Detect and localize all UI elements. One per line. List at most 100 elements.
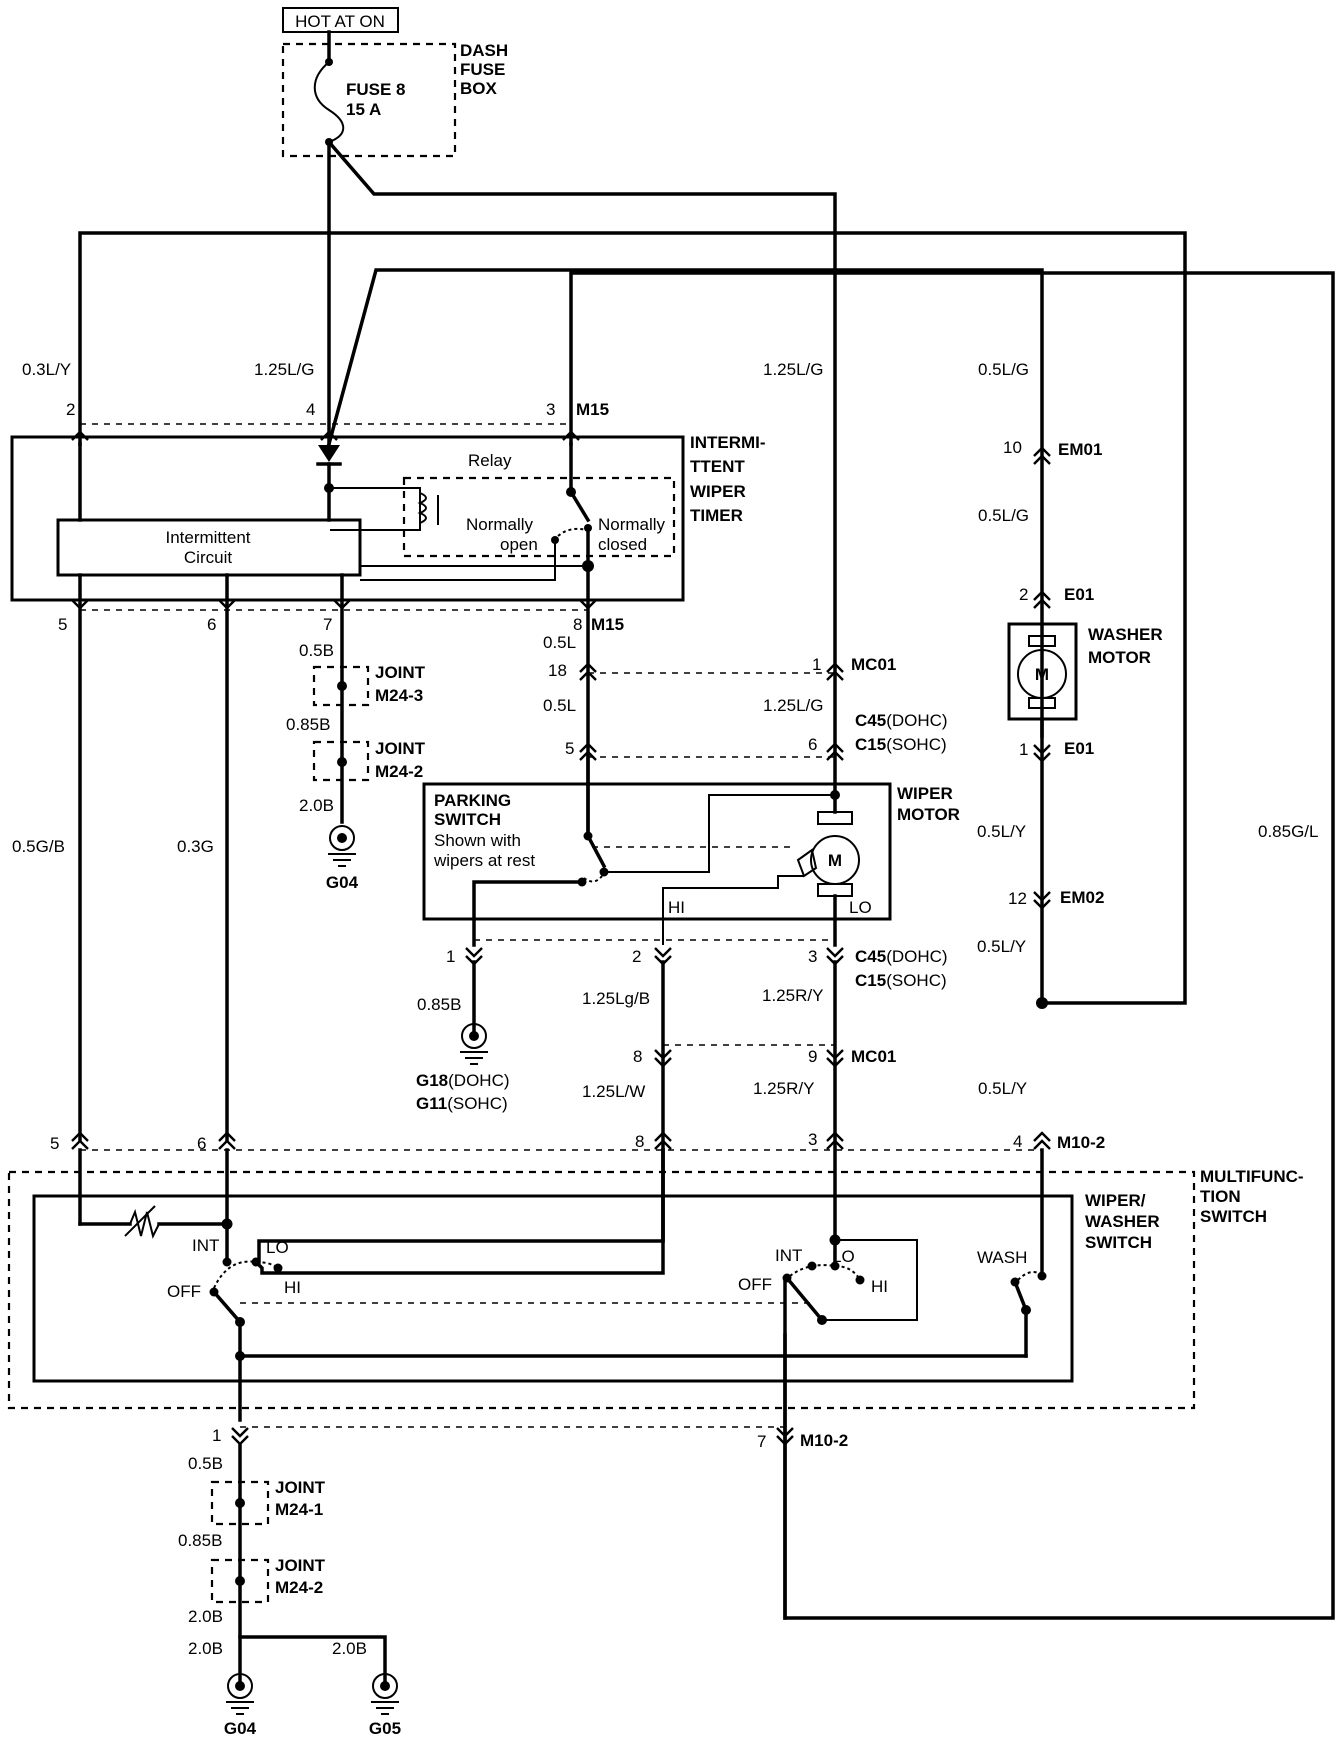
ground-g04-bottom-label: G04 xyxy=(224,1719,257,1738)
pin-6-m10-2: 6 xyxy=(197,1134,206,1153)
diode-icon xyxy=(316,445,342,466)
washer-motor-icon xyxy=(1017,635,1067,709)
connector-m10-2-bottom: M10-2 xyxy=(800,1431,848,1450)
pin-12-em02: 12 xyxy=(1008,889,1027,908)
connector-m10-2-top: M10-2 xyxy=(1057,1133,1105,1152)
wire-label-085GL: 0.85G/L xyxy=(1258,822,1319,841)
pin-2-top: 2 xyxy=(66,400,75,419)
wire-label-03G: 0.3G xyxy=(177,837,214,856)
connector-m15-bottom: M15 xyxy=(591,615,624,634)
normally-closed-label-2: closed xyxy=(598,535,647,554)
timer-label-4: TIMER xyxy=(690,506,743,525)
wire-label-085B-a: 0.85B xyxy=(286,715,330,734)
left-off-label: OFF xyxy=(167,1282,201,1301)
intermittent-circuit-label-1: Intermittent xyxy=(165,528,250,547)
parking-switch-icon xyxy=(577,755,792,887)
ground-g05-label: G05 xyxy=(369,1719,401,1738)
pin-8-mc01: 8 xyxy=(633,1047,642,1066)
wire-label-05L-b: 0.5L xyxy=(543,696,576,715)
pin-5-m10-2: 5 xyxy=(50,1134,59,1153)
timer-label-3: WIPER xyxy=(690,482,746,501)
pin-4-m10-2: 4 xyxy=(1013,1132,1022,1151)
hot-at-on-box xyxy=(282,7,399,33)
normally-open-label-2: open xyxy=(500,535,538,554)
ground-g18-label: G18(DOHC) xyxy=(416,1071,510,1090)
connector-c45-top: C45(DOHC) xyxy=(855,711,948,730)
wire-label-05LY-a: 0.5L/Y xyxy=(977,822,1026,841)
fuse-8-icon xyxy=(313,30,345,146)
timer-label-1: INTERMI- xyxy=(690,433,766,452)
pin-2-c45: 2 xyxy=(632,947,641,966)
parking-switch-label-2: SWITCH xyxy=(434,810,501,829)
pin-8-bottom: 8 xyxy=(573,615,582,634)
ground-g11-label: G11(SOHC) xyxy=(416,1094,508,1113)
right-off-label: OFF xyxy=(738,1275,772,1294)
pin-10-em01: 10 xyxy=(1003,438,1022,457)
connector-mc01-bottom: MC01 xyxy=(851,1047,896,1066)
pin-1-c45: 1 xyxy=(446,947,455,966)
wire-label-05LG-a: 0.5L/G xyxy=(978,360,1029,379)
connector-e01-bottom: E01 xyxy=(1064,739,1094,758)
connector-mc01-top: MC01 xyxy=(851,655,896,674)
wire-label-125RY-a: 1.25R/Y xyxy=(762,986,823,1005)
wiper-motor-box xyxy=(422,782,892,921)
pin-3-top: 3 xyxy=(546,400,555,419)
wiper-motor-label-2: MOTOR xyxy=(897,805,960,824)
pin-7-bottom: 7 xyxy=(323,615,332,634)
wire-label-05B-b: 0.5B xyxy=(188,1454,223,1473)
joint-m24-3-box xyxy=(312,665,370,707)
left-hi-label: HI xyxy=(284,1278,301,1297)
pin-3-m10-2: 3 xyxy=(808,1130,817,1149)
wire-label-20B-a: 2.0B xyxy=(299,796,334,815)
parking-switch-label-1: PARKING xyxy=(434,791,511,810)
multifunction-switch-outline xyxy=(7,1170,1196,1410)
intermittent-wiper-timer-box xyxy=(10,435,685,602)
wire-label-125LG-a: 1.25L/G xyxy=(254,360,315,379)
wire-085GL-rail xyxy=(569,271,1335,1620)
pin-3-c45: 3 xyxy=(808,947,817,966)
wire-label-05L-a: 0.5L xyxy=(543,633,576,652)
wire-label-05B: 0.5B xyxy=(299,641,334,660)
wire-label-05LY-c: 0.5L/Y xyxy=(978,1079,1027,1098)
wire-03LY-loop xyxy=(78,231,1187,1005)
joint-m24-2-id: M24-2 xyxy=(375,762,423,781)
intermittent-circuit-box xyxy=(56,518,362,577)
relay-coil-icon xyxy=(417,492,427,524)
wash-label: WASH xyxy=(977,1248,1027,1267)
relay-outline xyxy=(402,476,676,558)
dash-fuse-box-outline xyxy=(281,42,457,158)
joint-m24-2b-box xyxy=(210,1558,270,1604)
connector-c45-bottom: C45(DOHC) xyxy=(855,947,948,966)
right-hi-label: HI xyxy=(871,1277,888,1296)
joint-m24-1-id: M24-1 xyxy=(275,1500,323,1519)
wiper-motor-symbol: M xyxy=(828,851,842,870)
wire-label-085B-b: 0.85B xyxy=(417,995,461,1014)
ground-g18-icon xyxy=(460,1023,488,1065)
joint-m24-1-label: JOINT xyxy=(275,1478,326,1497)
relay-label: Relay xyxy=(468,451,512,470)
wiper-motor-lo: LO xyxy=(849,898,872,917)
pin-2-e01: 2 xyxy=(1019,585,1028,604)
pin-5-c45: 5 xyxy=(565,739,574,758)
connector-em02: EM02 xyxy=(1060,888,1104,907)
joint-m24-2-label: JOINT xyxy=(375,739,426,758)
joint-m24-2-box xyxy=(312,740,370,782)
wire-label-20B-d: 2.0B xyxy=(332,1639,367,1658)
wire-label-05LG-b: 0.5L/G xyxy=(978,506,1029,525)
connector-c15-top: C15(SOHC) xyxy=(855,735,947,754)
variable-resistor-icon xyxy=(129,1208,160,1239)
dash-fuse-box-label-3: BOX xyxy=(460,79,498,98)
right-lo-label: LO xyxy=(832,1247,855,1266)
wiper-washer-label-2: WASHER xyxy=(1085,1212,1160,1231)
wire-label-05GB: 0.5G/B xyxy=(12,837,65,856)
wire-label-085B-c: 0.85B xyxy=(178,1531,222,1550)
fuse-rating-label: 15 A xyxy=(346,100,381,119)
joint-m24-2b-id: M24-2 xyxy=(275,1578,323,1597)
right-int-label: INT xyxy=(775,1246,802,1265)
pin-6-c45: 6 xyxy=(808,735,817,754)
wire-label-20B-c: 2.0B xyxy=(188,1639,223,1658)
pin-5-bottom: 5 xyxy=(58,615,67,634)
wire-label-125LG-c: 1.25L/G xyxy=(763,696,824,715)
joint-m24-3-label: JOINT xyxy=(375,663,426,682)
wire-label-125LG-b: 1.25L/G xyxy=(763,360,824,379)
